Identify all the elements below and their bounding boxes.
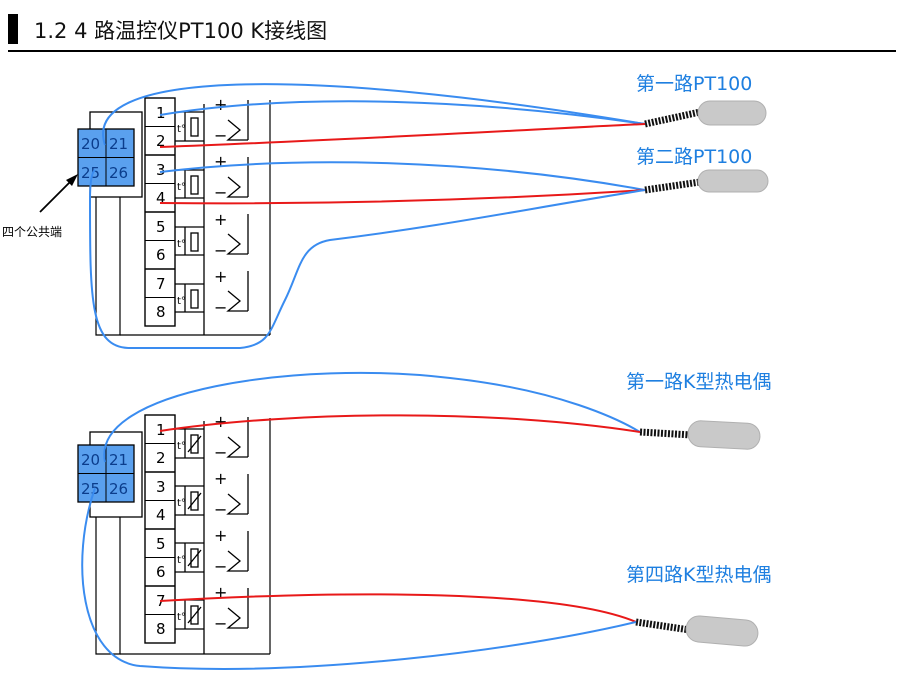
temp-mark: t°	[177, 441, 186, 452]
plus-mark: +	[214, 210, 227, 229]
bottom-common-bus	[95, 517, 121, 655]
bottom-wire-blue-ch1	[103, 371, 641, 463]
top-terminal-5: 5	[156, 218, 166, 236]
top-terminal-3: 3	[156, 161, 166, 179]
top-wiring-group: 20 21 25 26 1 2 3 4 5 6 7 8	[2, 73, 769, 349]
bottom-terminal-5: 5	[156, 535, 166, 553]
top-wire-red-ch2	[159, 189, 646, 205]
bottom-terminal-strip: 1 2 3 4 5 6 7 8	[144, 414, 176, 644]
page-title: 1.2 4 路温控仪PT100 K接线图	[34, 19, 328, 43]
plus-mark: +	[214, 469, 227, 488]
bottom-pad-26: 26	[109, 480, 128, 498]
top-wire-blue-ch2	[159, 161, 646, 191]
top-channel-3-symbol: t° + −	[175, 210, 249, 260]
minus-mark: −	[214, 298, 227, 317]
plus-mark: +	[214, 152, 227, 171]
top-probe-2	[644, 169, 769, 194]
top-channel-2-symbol: t° + −	[175, 152, 249, 202]
arrow-head-icon	[66, 174, 78, 186]
top-terminal-4: 4	[156, 189, 166, 207]
top-pad-26: 26	[109, 164, 128, 182]
top-sensor-2-label: 第二路PT100	[636, 146, 752, 168]
temp-mark: t°	[177, 124, 186, 135]
bottom-probe-1	[639, 420, 761, 450]
bottom-channel-1-symbol: t° + −	[175, 412, 249, 654]
bottom-terminal-6: 6	[156, 563, 166, 581]
top-terminal-strip: 1 2 3 4 5 6 7 8	[144, 97, 176, 327]
minus-mark: −	[214, 557, 227, 576]
bottom-probe-4	[635, 615, 759, 647]
header-accent-bar	[8, 14, 18, 44]
common-note-arrow	[39, 177, 75, 213]
minus-mark: −	[214, 443, 227, 462]
bottom-channel-2-symbol: t° + −	[175, 469, 249, 519]
bottom-wire-blue-ch4	[81, 487, 637, 670]
top-terminal-2: 2	[156, 132, 166, 150]
bottom-pad-21: 21	[109, 451, 128, 469]
bottom-terminal-3: 3	[156, 478, 166, 496]
bottom-channel-4-symbol: t° + −	[175, 583, 249, 633]
top-wire-blue-common1	[102, 83, 646, 146]
bottom-pad-20: 20	[81, 451, 100, 469]
bottom-wire-red-ch4	[159, 593, 637, 623]
minus-mark: −	[214, 241, 227, 260]
minus-mark: −	[214, 614, 227, 633]
plus-mark: +	[214, 526, 227, 545]
top-wire-red-ch1	[159, 123, 646, 148]
top-terminal-8: 8	[156, 303, 166, 321]
top-terminal-1: 1	[156, 104, 166, 122]
bottom-sensor-4-label: 第四路K型热电偶	[626, 564, 771, 586]
top-common-block: 20 21 25 26	[77, 100, 271, 336]
plus-mark: +	[214, 95, 227, 114]
minus-mark: −	[214, 183, 227, 202]
common-terminal-note: 四个公共端	[2, 225, 62, 239]
temp-mark: t°	[177, 296, 186, 307]
top-pad-25: 25	[81, 164, 100, 182]
top-channel-1-symbol: t° + −	[175, 95, 249, 335]
temp-mark: t°	[177, 612, 186, 623]
bottom-sensor-1-label: 第一路K型热电偶	[626, 371, 771, 393]
bottom-wire-red-ch1	[159, 414, 641, 433]
bottom-pad-25: 25	[81, 480, 100, 498]
top-common-bus	[95, 197, 121, 336]
bottom-terminal-2: 2	[156, 449, 166, 467]
temp-mark: t°	[177, 498, 186, 509]
header-divider	[8, 50, 896, 52]
top-terminal-6: 6	[156, 246, 166, 264]
bottom-wiring-group: 20 21 25 26 1 2 3 4 5 6 7 8	[77, 371, 771, 670]
bottom-common-block: 20 21 25 26	[77, 418, 271, 655]
top-wire-blue-common2	[88, 169, 646, 349]
minus-mark: −	[214, 500, 227, 519]
bottom-terminal-4: 4	[156, 506, 166, 524]
plus-mark: +	[214, 267, 227, 286]
temp-mark: t°	[177, 239, 186, 250]
temp-mark: t°	[177, 555, 186, 566]
top-wire-blue-ch1	[159, 100, 646, 125]
top-pad-20: 20	[81, 135, 100, 153]
plus-mark: +	[214, 412, 227, 431]
top-sensor-1-label: 第一路PT100	[636, 73, 752, 95]
top-terminal-7: 7	[156, 275, 166, 293]
bottom-terminal-8: 8	[156, 620, 166, 638]
top-probe-1	[644, 100, 767, 128]
top-channel-4-symbol: t° + −	[175, 267, 249, 317]
temp-mark: t°	[177, 182, 186, 193]
plus-mark: +	[214, 583, 227, 602]
minus-mark: −	[214, 126, 227, 145]
top-pad-21: 21	[109, 135, 128, 153]
bottom-channel-3-symbol: t° + −	[175, 526, 249, 576]
